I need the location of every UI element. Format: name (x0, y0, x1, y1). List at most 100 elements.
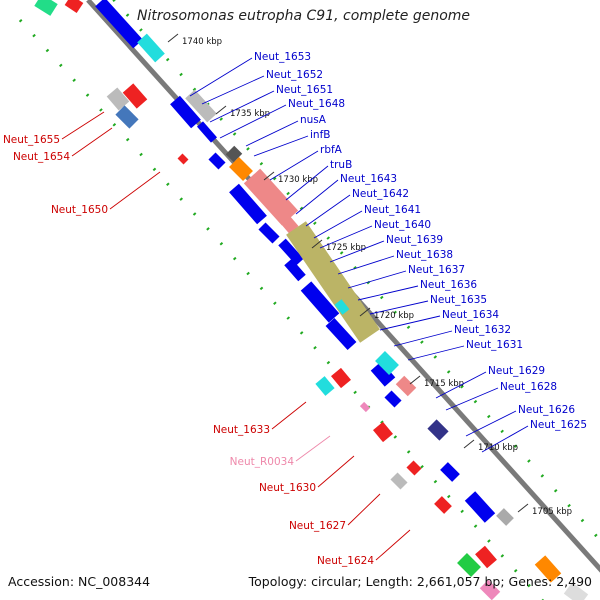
reverse-gene-label[interactable]: Neut_1633 (213, 424, 270, 436)
gene-leader-line (285, 165, 329, 201)
gene-block (106, 87, 130, 111)
forward-gene-label[interactable]: Neut_1636 (420, 279, 477, 291)
reverse-gene-band (34, 0, 501, 600)
ruler-tick (167, 33, 179, 43)
forward-gene-label[interactable]: truB (330, 159, 352, 171)
ruler-tick-label: 1735 kbp (230, 109, 270, 119)
gene-block (196, 121, 218, 143)
forward-gene-label[interactable]: Neut_1653 (254, 51, 311, 63)
gene-block (122, 83, 148, 109)
reverse-gene-label[interactable]: Neut_R0034 (230, 456, 295, 468)
gene-block (229, 183, 267, 225)
gene-leader-line (313, 210, 363, 239)
gene-leader-line (189, 57, 253, 97)
gene-block (395, 375, 417, 397)
gene-block (185, 89, 217, 123)
gene-block (225, 145, 243, 163)
ruler-tick (517, 503, 529, 513)
gene-block (479, 579, 501, 600)
reverse-gene-label[interactable]: Neut_1655 (3, 134, 60, 146)
forward-gene-label[interactable]: Neut_1652 (266, 69, 323, 81)
forward-gene-label[interactable]: Neut_1642 (352, 188, 409, 200)
ruler-tick-label: 1710 kbp (478, 443, 518, 453)
gene-leader-line (379, 315, 441, 331)
gene-leader-line (347, 270, 407, 289)
gene-block (534, 555, 562, 583)
gene-block (384, 390, 402, 408)
gene-block (286, 221, 380, 343)
forward-gene-label[interactable]: Neut_1628 (500, 381, 557, 393)
gene-block (277, 212, 299, 234)
forward-gene-label[interactable]: Neut_1632 (454, 324, 511, 336)
gene-leader-line (329, 240, 385, 263)
gene-block (137, 33, 165, 63)
reverse-gene-label[interactable]: Neut_1630 (259, 482, 316, 494)
gene-leader-line (317, 455, 355, 488)
ruler-tick-label: 1740 kbp (182, 37, 222, 47)
forward-gene-label[interactable]: Neut_1640 (374, 219, 431, 231)
ruler-tick-label: 1725 kbp (326, 243, 366, 253)
gene-block (440, 462, 460, 482)
forward-gene-label[interactable]: Neut_1639 (386, 234, 443, 246)
gene-leader-line (407, 345, 465, 361)
gene-leader-line (347, 493, 381, 526)
forward-gene-label[interactable]: Neut_1651 (276, 84, 333, 96)
gene-block (95, 0, 143, 49)
ruler-tick-label: 1715 kbp (424, 379, 464, 389)
gene-leader-line (393, 330, 453, 347)
gene-block (258, 222, 280, 244)
gene-block (229, 157, 253, 181)
gene-leader-line (445, 387, 499, 411)
gene-leader-line (295, 435, 331, 462)
gene-leader-line (375, 529, 411, 561)
forward-gene-label[interactable]: Neut_1626 (518, 404, 575, 416)
forward-gene-band (95, 0, 589, 600)
ruler-tick (263, 171, 275, 181)
gene-block (375, 351, 399, 375)
gene-leader-line (109, 171, 161, 210)
gene-block (325, 317, 357, 351)
gene-leader-line (465, 410, 517, 437)
gene-leader-line (201, 75, 265, 105)
gene-leader-line (337, 255, 395, 275)
forward-gene-label[interactable]: Neut_1641 (364, 204, 421, 216)
forward-gene-label[interactable]: Neut_1638 (396, 249, 453, 261)
forward-gene-label[interactable]: infB (310, 129, 330, 141)
forward-gene-label[interactable]: Neut_1631 (466, 339, 523, 351)
gene-leader-line (219, 104, 287, 139)
gene-leader-line (245, 120, 299, 147)
gene-block (457, 553, 481, 577)
forward-gene-label[interactable]: Neut_1629 (488, 365, 545, 377)
gene-block (427, 419, 449, 441)
accession-text: Accession: NC_008344 (8, 574, 151, 589)
reverse-gene-label[interactable]: Neut_1624 (317, 555, 374, 567)
ruler-tick-label: 1705 kbp (532, 507, 572, 517)
forward-gene-label[interactable]: Neut_1625 (530, 419, 587, 431)
gene-leader-line (435, 371, 487, 399)
ruler-tick (463, 439, 475, 449)
forward-gene-label[interactable]: Neut_1637 (408, 264, 465, 276)
gene-block (370, 361, 396, 387)
gene-leader-line (319, 225, 373, 249)
forward-gene-label[interactable]: Neut_1634 (442, 309, 499, 321)
gene-block (115, 105, 139, 129)
gene-block (284, 258, 306, 282)
gene-block (373, 421, 393, 443)
reverse-gene-label[interactable]: Neut_1627 (289, 520, 346, 532)
forward-gene-label[interactable]: Neut_1643 (340, 173, 397, 185)
reverse-gene-label[interactable]: Neut_1650 (51, 204, 108, 216)
gene-leader-line (295, 179, 339, 215)
forward-gene-label[interactable]: Neut_1648 (288, 98, 345, 110)
gene-leader-line (369, 300, 429, 315)
gene-block (243, 168, 299, 226)
forward-gene-label[interactable]: Neut_1635 (430, 294, 487, 306)
gene-leader-line (61, 111, 105, 140)
reverse-gene-label[interactable]: Neut_1654 (13, 151, 70, 163)
gene-block (278, 238, 304, 266)
forward-gene-label[interactable]: rbfA (320, 144, 343, 156)
ruler-tick (359, 307, 371, 317)
forward-gene-label[interactable]: nusA (300, 114, 327, 126)
map-title: Nitrosomonas eutropha C91, complete geno… (137, 8, 471, 24)
